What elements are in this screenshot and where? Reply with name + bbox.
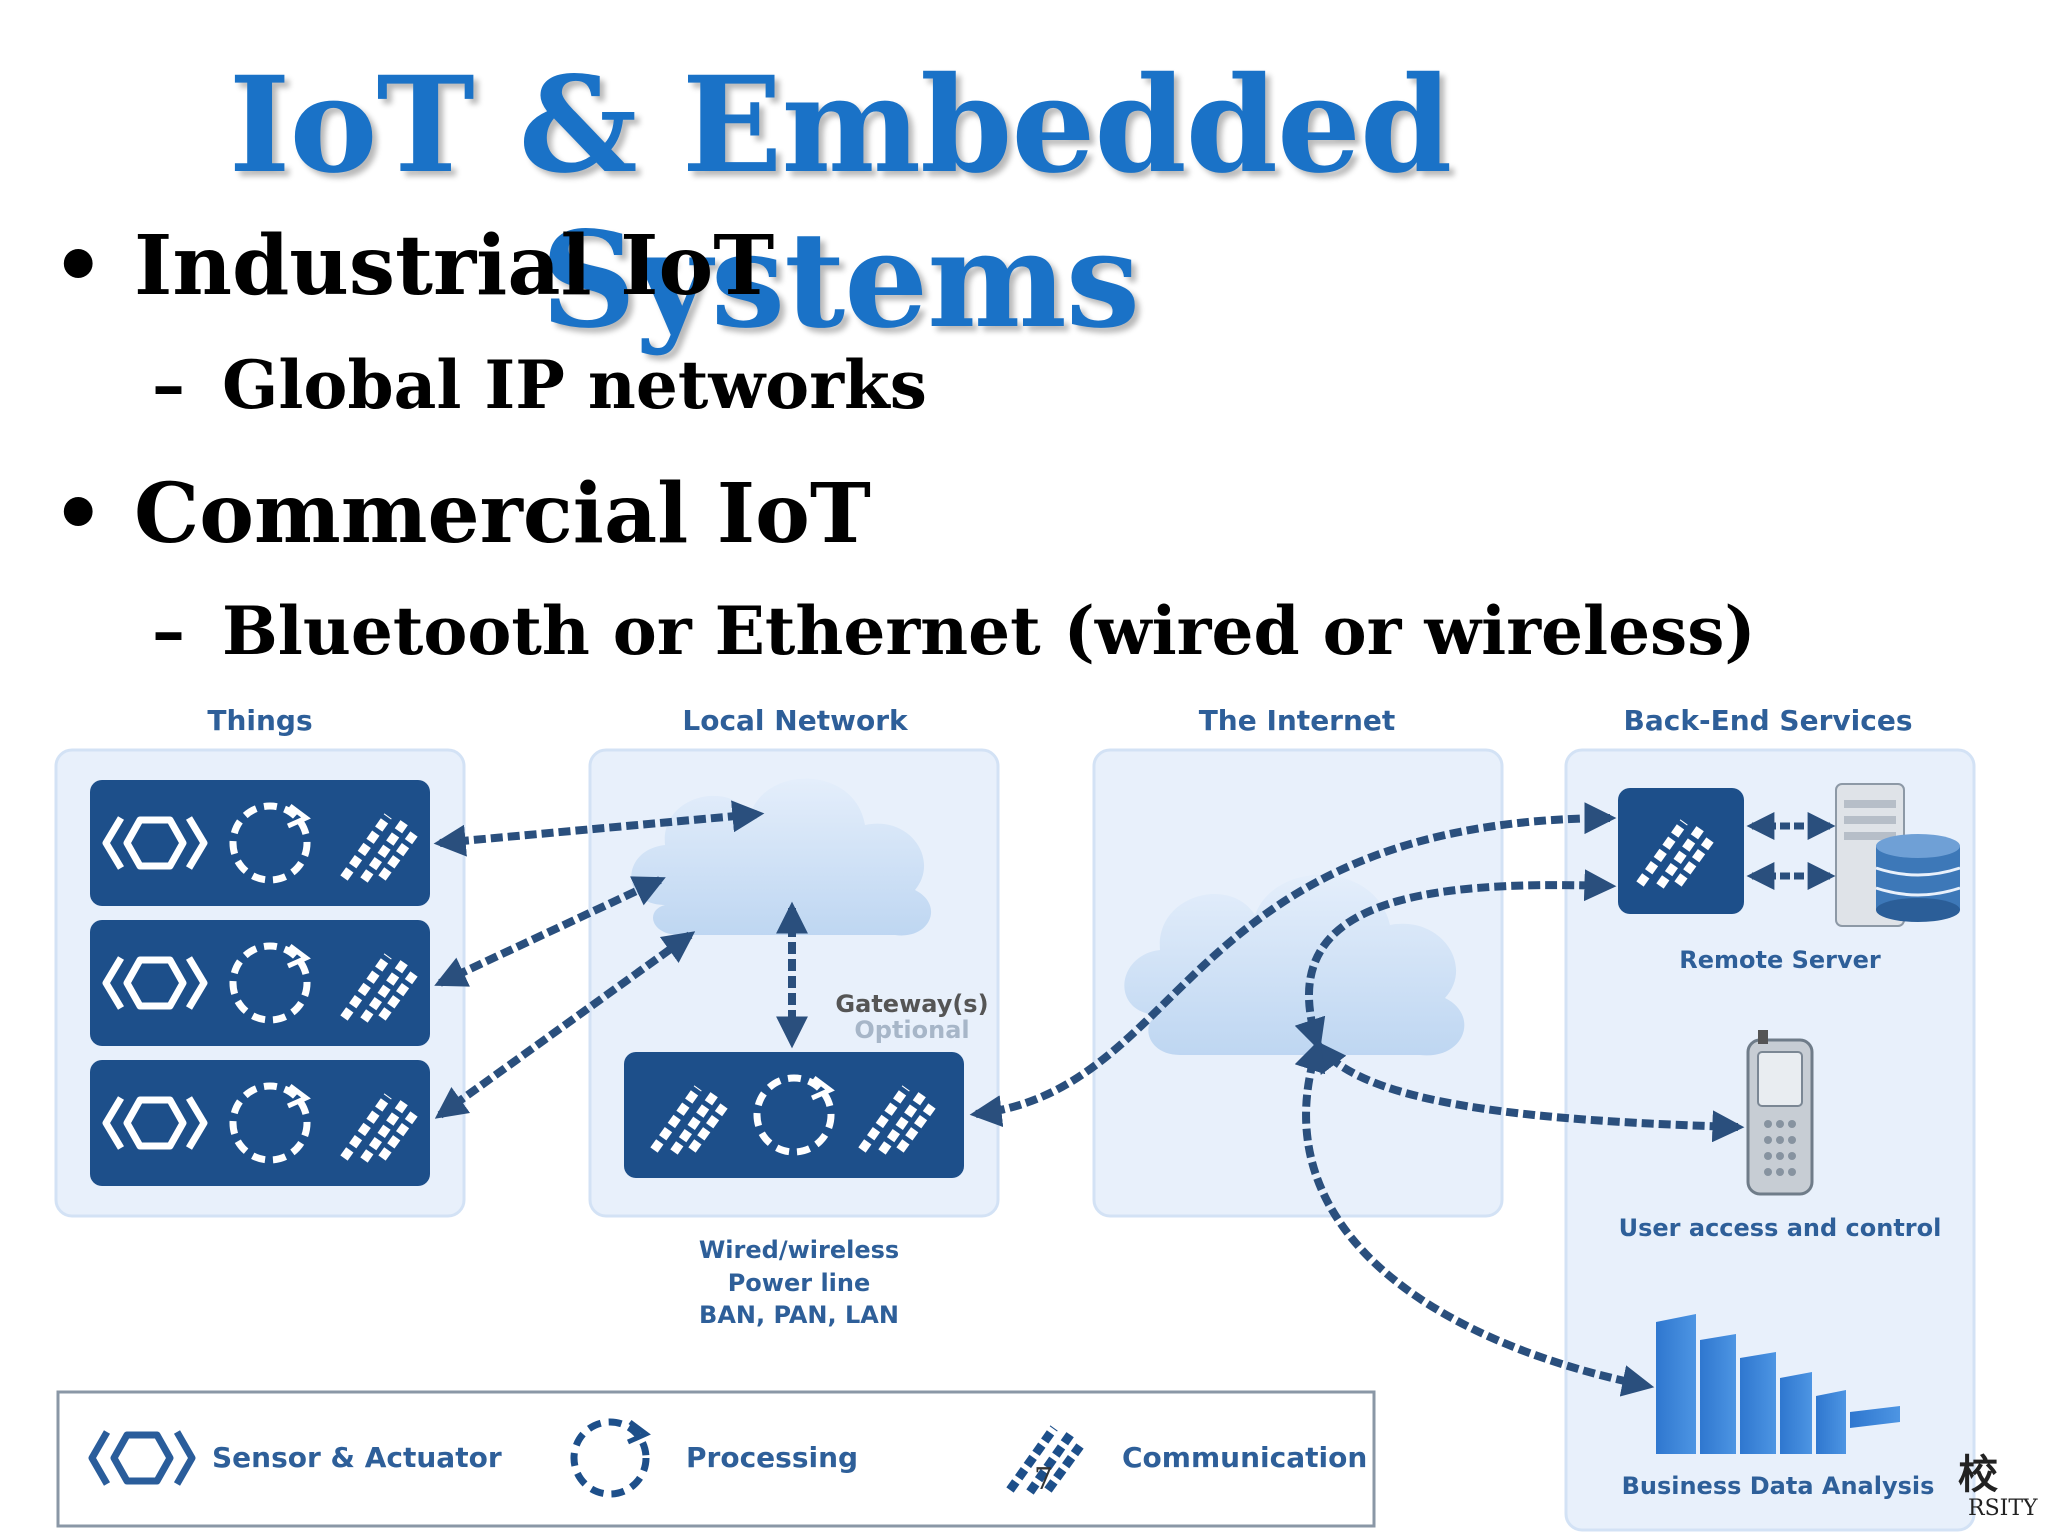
iot-architecture-diagram: Things Local Network The Internet Back-E…: [54, 704, 1976, 1532]
sensor-actuator-icon: [102, 816, 208, 870]
network-label-wired: Wired/wireless: [699, 1236, 899, 1264]
corner-logo-text: RSITY: [1968, 1496, 2038, 1521]
arrow-internet-to-analytics: [1294, 1038, 1655, 1397]
column-header-internet: The Internet: [1199, 704, 1396, 737]
communication-icon: [340, 1093, 418, 1163]
arrow-gateway-to-server: [969, 802, 1617, 1128]
gateway-label: Gateway(s): [835, 990, 988, 1018]
user-access-label: User access and control: [1619, 1214, 1942, 1242]
phone-icon: [1746, 1030, 1814, 1196]
column-header-back-end: Back-End Services: [1624, 704, 1913, 737]
bullet-mark: •: [52, 466, 105, 562]
dash-mark: –: [152, 346, 185, 424]
bar-chart-icon: [1656, 1314, 1900, 1454]
communication-icon: [340, 813, 418, 883]
legend-processing-label: Processing: [686, 1441, 858, 1474]
thing-device-3: [90, 1060, 430, 1186]
network-label-power-line: Power line: [728, 1269, 871, 1297]
communication-icon: [858, 1085, 936, 1155]
network-label-lan: BAN, PAN, LAN: [699, 1301, 899, 1329]
processing-icon: [229, 1082, 311, 1164]
communication-icon: [1636, 819, 1714, 889]
processing-icon: [753, 1074, 835, 1156]
bullet-mark: •: [52, 218, 105, 314]
gateway-optional-label: Optional: [854, 1016, 969, 1044]
corner-logo-char: 校: [1958, 1451, 1998, 1498]
bullet-commercial-iot: • Commercial IoT: [52, 466, 871, 562]
remote-server-label: Remote Server: [1679, 946, 1881, 974]
legend-communication-icon: [1006, 1425, 1084, 1495]
arrow-thing3-to-network: [434, 931, 696, 1119]
legend: Sensor & Actuator Processing Communicati…: [56, 1390, 1376, 1528]
legend-sensor-actuator-label: Sensor & Actuator: [212, 1441, 502, 1474]
slide-title: IoT & Embedded Systems: [228, 48, 1453, 358]
thing-device-2: [90, 920, 430, 1046]
column-header-things: Things: [207, 704, 312, 737]
business-data-label: Business Data Analysis: [1622, 1472, 1935, 1500]
communication-icon: [340, 953, 418, 1023]
page-number: 7: [1034, 1462, 1054, 1497]
legend-sensor-actuator-icon: [88, 1430, 196, 1486]
thing-device-1: [90, 780, 430, 906]
legend-communication-label: Communication: [1122, 1441, 1367, 1474]
sensor-actuator-icon: [102, 1096, 208, 1150]
sub-bullet-bluetooth: –Bluetooth or Ethernet (wired or wireles…: [152, 592, 1756, 670]
arrow-thing1-to-network: [433, 800, 765, 857]
sub-bullet-text: Bluetooth or Ethernet (wired or wireless…: [222, 592, 1756, 670]
processing-icon: [229, 942, 311, 1024]
dash-mark: –: [152, 592, 185, 670]
arrow-internet-to-server: [1294, 869, 1617, 1052]
bullet-industrial-iot: • Industrial IoT: [52, 218, 774, 314]
sub-bullet-text: Global IP networks: [222, 346, 927, 424]
database-icon: [1875, 834, 1961, 922]
column-header-local-network: Local Network: [682, 704, 909, 737]
bullet-text: Commercial IoT: [134, 466, 871, 562]
gateway-device: [624, 1052, 964, 1178]
legend-processing-icon: [570, 1418, 651, 1498]
sub-bullet-global-ip: –Global IP networks: [152, 346, 927, 424]
bullet-text: Industrial IoT: [134, 218, 775, 314]
sensor-actuator-icon: [102, 956, 208, 1010]
processing-icon: [229, 802, 311, 884]
remote-server-comm-box: [1618, 788, 1744, 914]
